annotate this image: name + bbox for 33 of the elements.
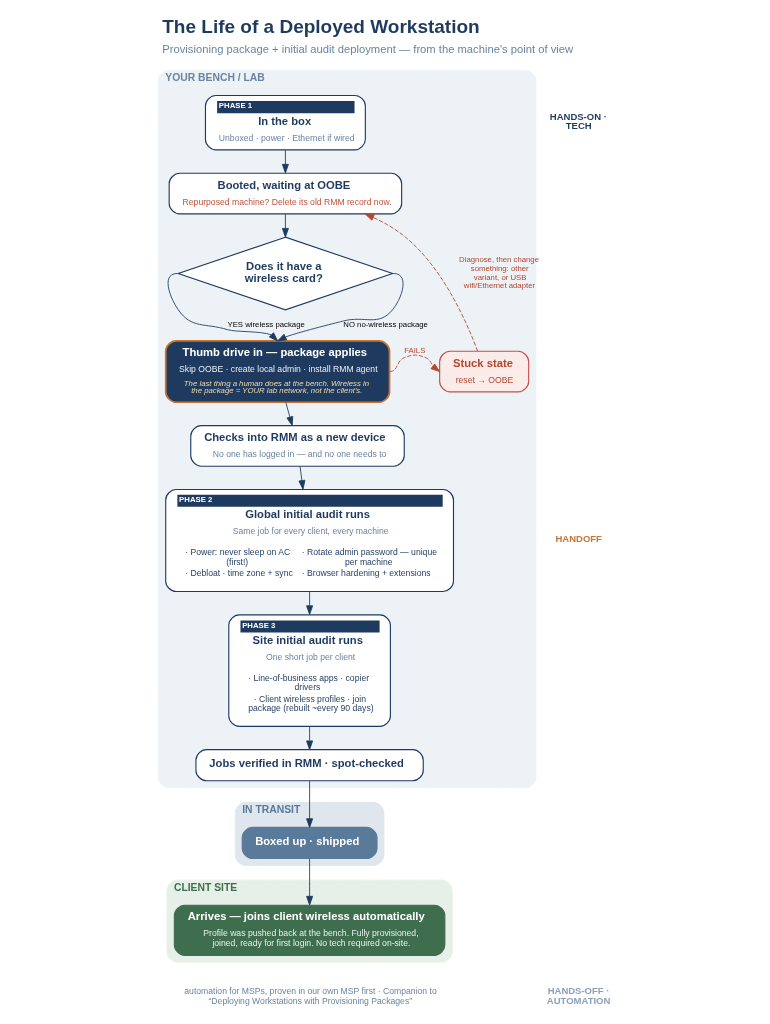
label: HANDOFF <box>555 533 602 545</box>
node-diamond: Does it have a wireless card? <box>176 236 395 311</box>
node-box: PHASE 2 Global initial audit runs Same job for every client, every machine · Power: never sleep on AC (first!) · Debloat · time zone + sync · Rotate admin password — unique per machine · Browser hardening + extensions <box>165 488 455 593</box>
node-box: Checks into RMM as a new device No one has logged in — and no one needs to <box>190 425 405 467</box>
diagram-title: The Life of a Deployed Workstation <box>162 15 480 37</box>
edge-label: NO no-wireless package <box>343 320 428 330</box>
arrow <box>277 273 404 342</box>
label: HANDS-ON · TECH <box>549 110 607 132</box>
node-box: Jobs verified in RMM · spot-checked <box>195 749 424 782</box>
arrow <box>298 465 306 490</box>
arrow <box>281 149 289 174</box>
arrow <box>167 273 279 342</box>
arrow <box>389 354 441 372</box>
edge-label: YES wireless package <box>227 320 305 330</box>
label: HANDS-OFF · AUTOMATION <box>546 985 611 1006</box>
arrow <box>306 858 314 906</box>
arrow <box>306 726 314 750</box>
arrow <box>306 780 314 828</box>
caption: Provisioning package + initial audit deployment — from the machine's point of view <box>162 43 574 56</box>
node-box: Arrives — joins client wireless automatically Profile was pushed back at the bench. Fully provisioned, joined, ready for first login. No tech required on-site. <box>173 904 446 956</box>
node-box: Stuck state reset → OOBE <box>439 350 530 393</box>
node-box: Thumb drive in — package applies Skip OOBE · create local admin · install RMM agent The last thing a human does at the bench. Wireless in the package = YOUR lab network, not the client's. <box>164 340 391 404</box>
arrow <box>364 213 478 352</box>
edge-label: FAILS <box>404 345 426 355</box>
node-box: PHASE 3 Site initial audit runs One short job per client · Line-of-business apps · copier drivers · Client wireless profiles · join package (rebuilt ~every 90 days) <box>228 614 391 727</box>
node-box: PHASE 1 In the box Unboxed · power · Ethernet if wired <box>204 94 366 151</box>
label: automation for MSPs, proven in our own MSP first · Companion to “Deploying Workstations with Provisioning Packages” <box>184 986 437 1006</box>
arrow <box>306 591 314 615</box>
edge-label: Diagnose, then change something: other variant, or USB wifi/Ethernet adapter <box>459 255 539 291</box>
arrow <box>285 401 294 426</box>
arrow <box>281 213 289 238</box>
node-box: Boxed up · shipped <box>241 826 378 860</box>
node-box: Booted, waiting at OOBE Repurposed machine? Delete its old RMM record now. <box>168 172 403 215</box>
